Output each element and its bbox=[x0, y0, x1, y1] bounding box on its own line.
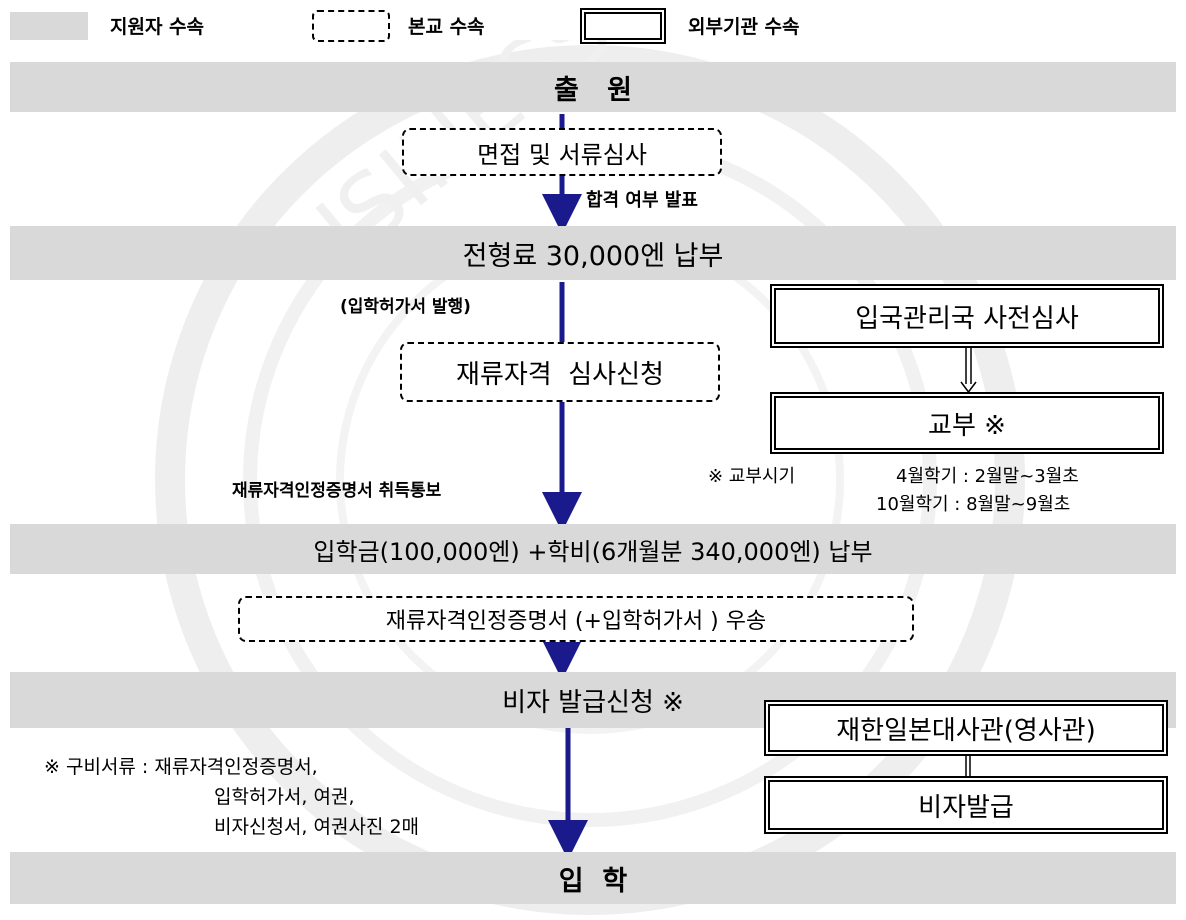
step-apply-label: 출 원 bbox=[554, 74, 632, 106]
issue-period-april: 4월학기 : 2월말~3월초 bbox=[896, 466, 1079, 487]
step-interview: 면접 및 서류심사 bbox=[402, 128, 722, 176]
external-embassy: 재한일본대사관(영사관) bbox=[764, 700, 1168, 756]
step-visa-apply-label: 비자 발급신청 ※ bbox=[502, 687, 684, 718]
legend-swatch-external bbox=[580, 8, 666, 44]
external-visa-issue: 비자발급 bbox=[764, 776, 1168, 834]
external-immigration: 입국관리국 사전심사 bbox=[770, 284, 1164, 348]
external-embassy-label: 재한일본대사관(영사관) bbox=[836, 715, 1096, 746]
step-apply: 출 원 bbox=[10, 62, 1176, 112]
admission-permit-issue-label: (입학허가서 발행) bbox=[340, 297, 471, 317]
issue-period-october: 10월학기 : 8월말~9월초 bbox=[876, 494, 1071, 515]
step-enter: 입 학 bbox=[10, 852, 1176, 904]
docs-note-line2: 입학허가서, 여권, bbox=[214, 786, 355, 808]
step-interview-label: 면접 및 서류심사 bbox=[477, 140, 647, 169]
result-announce-label: 합격 여부 발표 bbox=[586, 190, 698, 211]
step-status-apply-label: 재류자격 심사신청 bbox=[456, 359, 664, 390]
issue-period-label: ※ 교부시기 bbox=[708, 466, 796, 487]
external-issue: 교부 ※ bbox=[770, 392, 1164, 454]
step-mail-cert-label: 재류자격인정증명서 (+입학허가서 ) 우송 bbox=[385, 609, 767, 634]
step-exam-fee: 전형료 30,000엔 납부 bbox=[10, 226, 1176, 280]
legend-label-school: 본교 수속 bbox=[408, 16, 485, 38]
legend-swatch-school bbox=[312, 10, 390, 42]
external-immigration-label: 입국관리국 사전심사 bbox=[855, 303, 1079, 334]
legend-swatch-applicant bbox=[10, 12, 88, 40]
step-exam-fee-label: 전형료 30,000엔 납부 bbox=[462, 240, 724, 272]
step-mail-cert: 재류자격인정증명서 (+입학허가서 ) 우송 bbox=[238, 596, 914, 642]
external-visa-issue-label: 비자발급 bbox=[918, 792, 1014, 823]
legend-label-applicant: 지원자 수속 bbox=[110, 16, 205, 38]
step-tuition: 입학금(100,000엔) +학비(6개월분 340,000엔) 납부 bbox=[10, 524, 1176, 574]
step-tuition-label: 입학금(100,000엔) +학비(6개월분 340,000엔) 납부 bbox=[313, 537, 873, 566]
docs-note-line1: ※ 구비서류 : 재류자격인정증명서, bbox=[44, 756, 318, 778]
legend-label-external: 외부기관 수속 bbox=[688, 16, 800, 38]
external-issue-label: 교부 ※ bbox=[928, 410, 1006, 441]
cert-notice-label: 재류자격인정증명서 취득통보 bbox=[232, 481, 442, 501]
docs-note-line3: 비자신청서, 여권사진 2매 bbox=[214, 816, 420, 838]
step-enter-label: 입 학 bbox=[558, 865, 628, 897]
step-status-apply: 재류자격 심사신청 bbox=[400, 342, 720, 402]
